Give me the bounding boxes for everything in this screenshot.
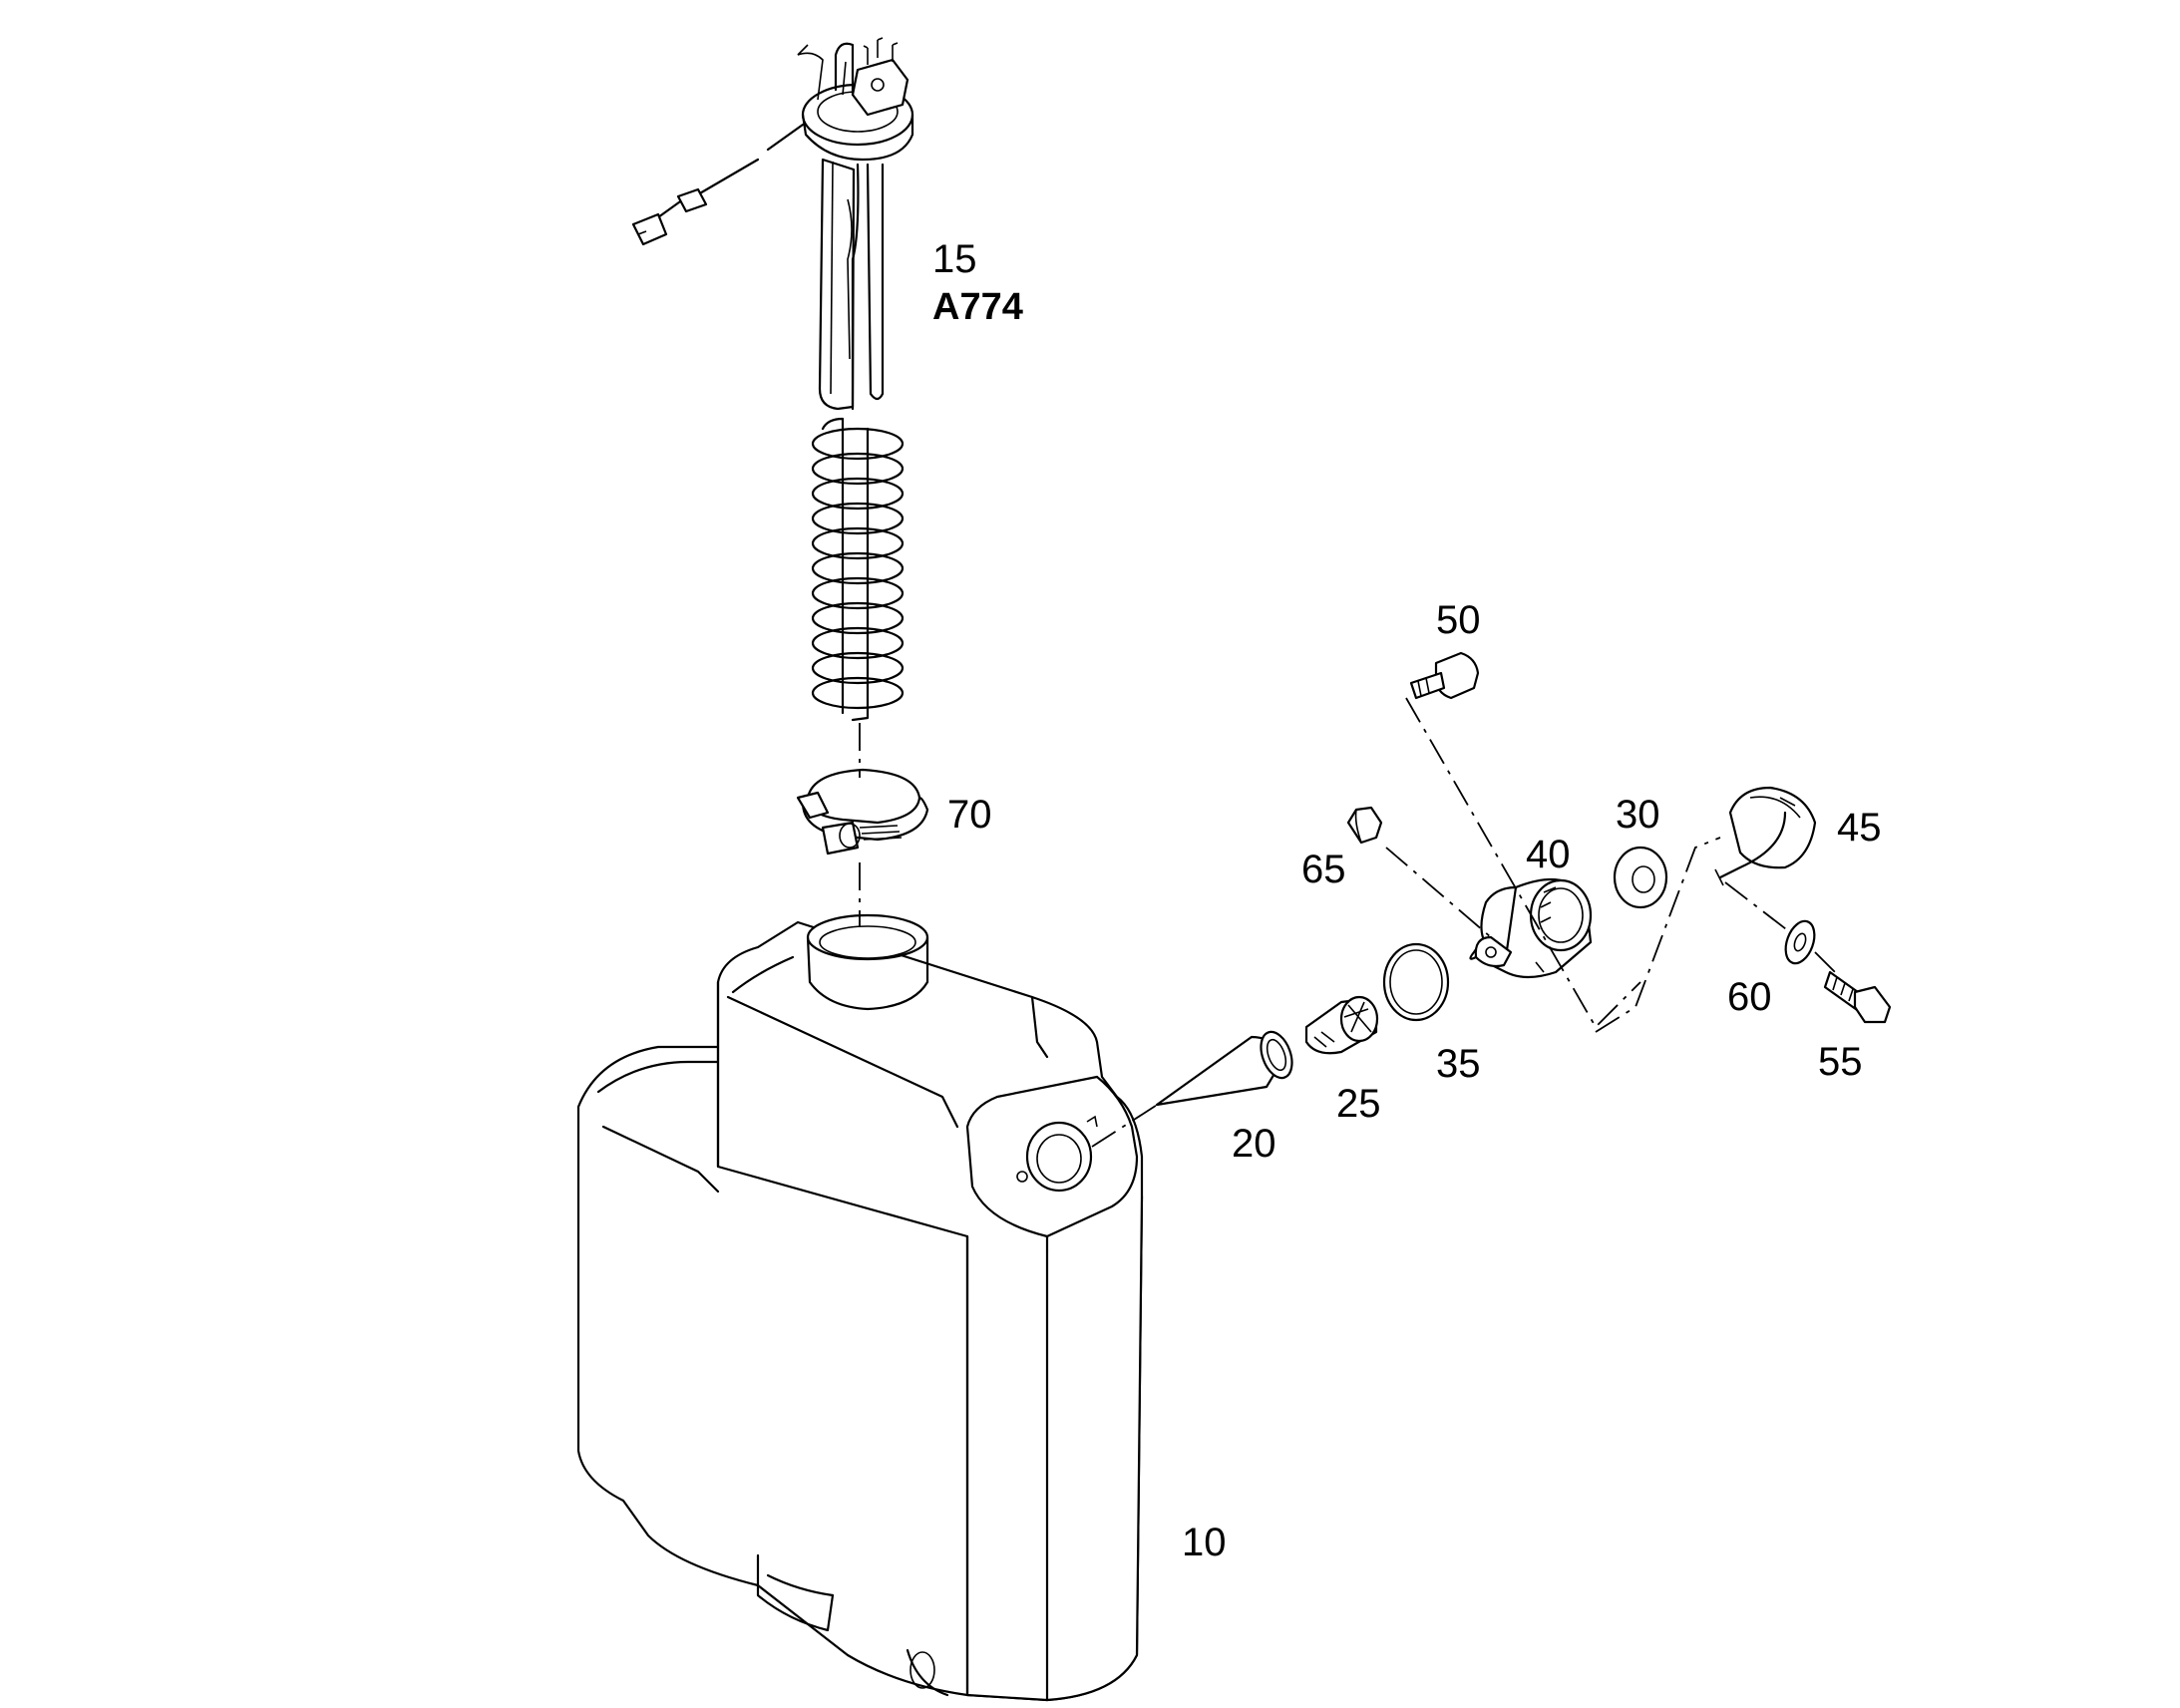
tank-part <box>576 913 1144 1702</box>
o-ring-part-35 <box>1382 942 1450 1022</box>
callout-35: 35 <box>1436 1042 1481 1086</box>
callout-30: 30 <box>1616 793 1660 837</box>
assembly-line-bolt <box>1405 697 1641 1029</box>
washer-part-60 <box>1784 919 1816 965</box>
nut-part-65 <box>1346 806 1383 845</box>
filler-neck-part-40 <box>1469 877 1593 979</box>
callout-15: 15 <box>932 237 977 281</box>
valve-part-25 <box>1304 995 1379 1055</box>
callout-10: 10 <box>1182 1521 1227 1564</box>
callout-40: 40 <box>1526 833 1571 876</box>
sender-unit-part <box>631 37 914 722</box>
callout-45: 45 <box>1837 806 1882 850</box>
heater-coil <box>811 417 905 722</box>
callout-70: 70 <box>947 793 992 837</box>
cap-part-45 <box>1714 786 1817 886</box>
callout-55: 55 <box>1818 1040 1863 1084</box>
strainer-part-20 <box>1155 1030 1293 1107</box>
callout-50: 50 <box>1436 598 1481 642</box>
callout-60: 60 <box>1727 975 1772 1019</box>
assembly-line-cap <box>1595 837 1721 1033</box>
washer-part-30 <box>1613 846 1668 909</box>
bolt-part-50 <box>1409 651 1480 700</box>
hose-clamp-part <box>796 768 929 855</box>
assembly-line-strainer <box>1091 1101 1163 1148</box>
callout-a774: A774 <box>932 286 1023 328</box>
callout-25: 25 <box>1336 1082 1381 1126</box>
callout-20: 20 <box>1232 1122 1276 1166</box>
assembly-line-screw <box>1724 881 1836 973</box>
callout-65: 65 <box>1301 848 1346 891</box>
screw-part-55 <box>1823 970 1892 1024</box>
assembly-line-nut <box>1385 847 1492 938</box>
